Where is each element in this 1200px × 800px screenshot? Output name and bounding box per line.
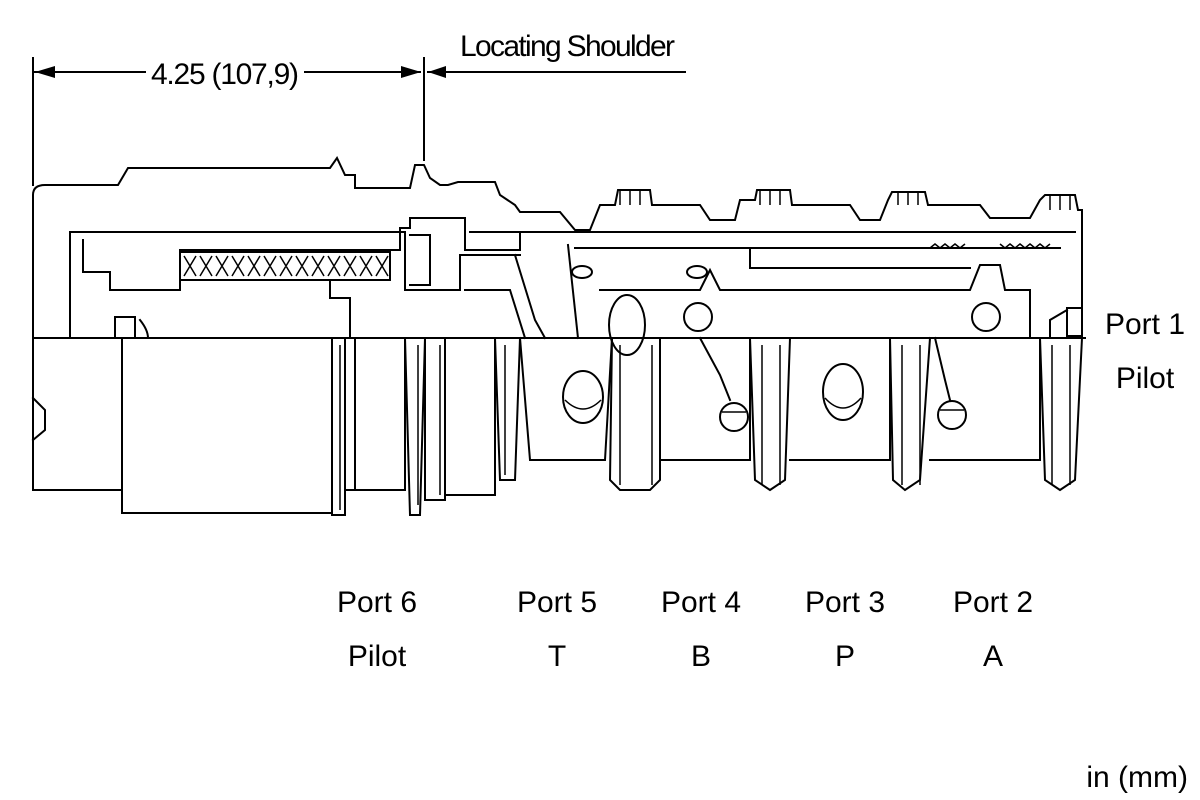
- coil-region: [179, 251, 391, 281]
- units-label: in (mm): [1086, 761, 1188, 794]
- overall-length-dimension: 4.25 (107,9): [32, 57, 425, 186]
- port-3-hole: [822, 363, 864, 421]
- port-5-name: Port 5: [517, 586, 597, 619]
- port-1-function: Pilot: [1116, 362, 1175, 395]
- port-4-name: Port 4: [661, 586, 741, 619]
- port-2-function: A: [983, 640, 1003, 673]
- upper-half-section: [32, 156, 1083, 356]
- coil-nut-exterior: [121, 337, 333, 514]
- port-4-label: Port 4 B: [661, 586, 741, 673]
- port-6-function: Pilot: [348, 640, 407, 673]
- port-4-function: B: [691, 640, 711, 673]
- port-6-name: Port 6: [337, 586, 417, 619]
- dim-arrow-left: [35, 66, 55, 78]
- locating-shoulder-label: Locating Shoulder: [460, 30, 675, 63]
- lower-half-exterior: [31, 336, 1084, 516]
- dim-arrow-right: [401, 66, 421, 78]
- port-1-name: Port 1: [1105, 308, 1185, 341]
- port-2-label: Port 2 A: [953, 586, 1033, 673]
- port-5-label: Port 5 T: [517, 586, 597, 673]
- port-3-name: Port 3: [805, 586, 885, 619]
- length-dimension-label: 4.25 (107,9): [151, 58, 299, 91]
- port-1-label: Port 1 Pilot: [1105, 308, 1185, 395]
- port-2-name: Port 2: [953, 586, 1033, 619]
- port-6-label: Port 6 Pilot: [337, 586, 417, 673]
- port-3-function: P: [835, 640, 855, 673]
- port-5-hole: [562, 370, 604, 424]
- port-5-function: T: [548, 640, 566, 673]
- locating-shoulder-leader: Locating Shoulder: [427, 30, 686, 78]
- port-3-label: Port 3 P: [805, 586, 885, 673]
